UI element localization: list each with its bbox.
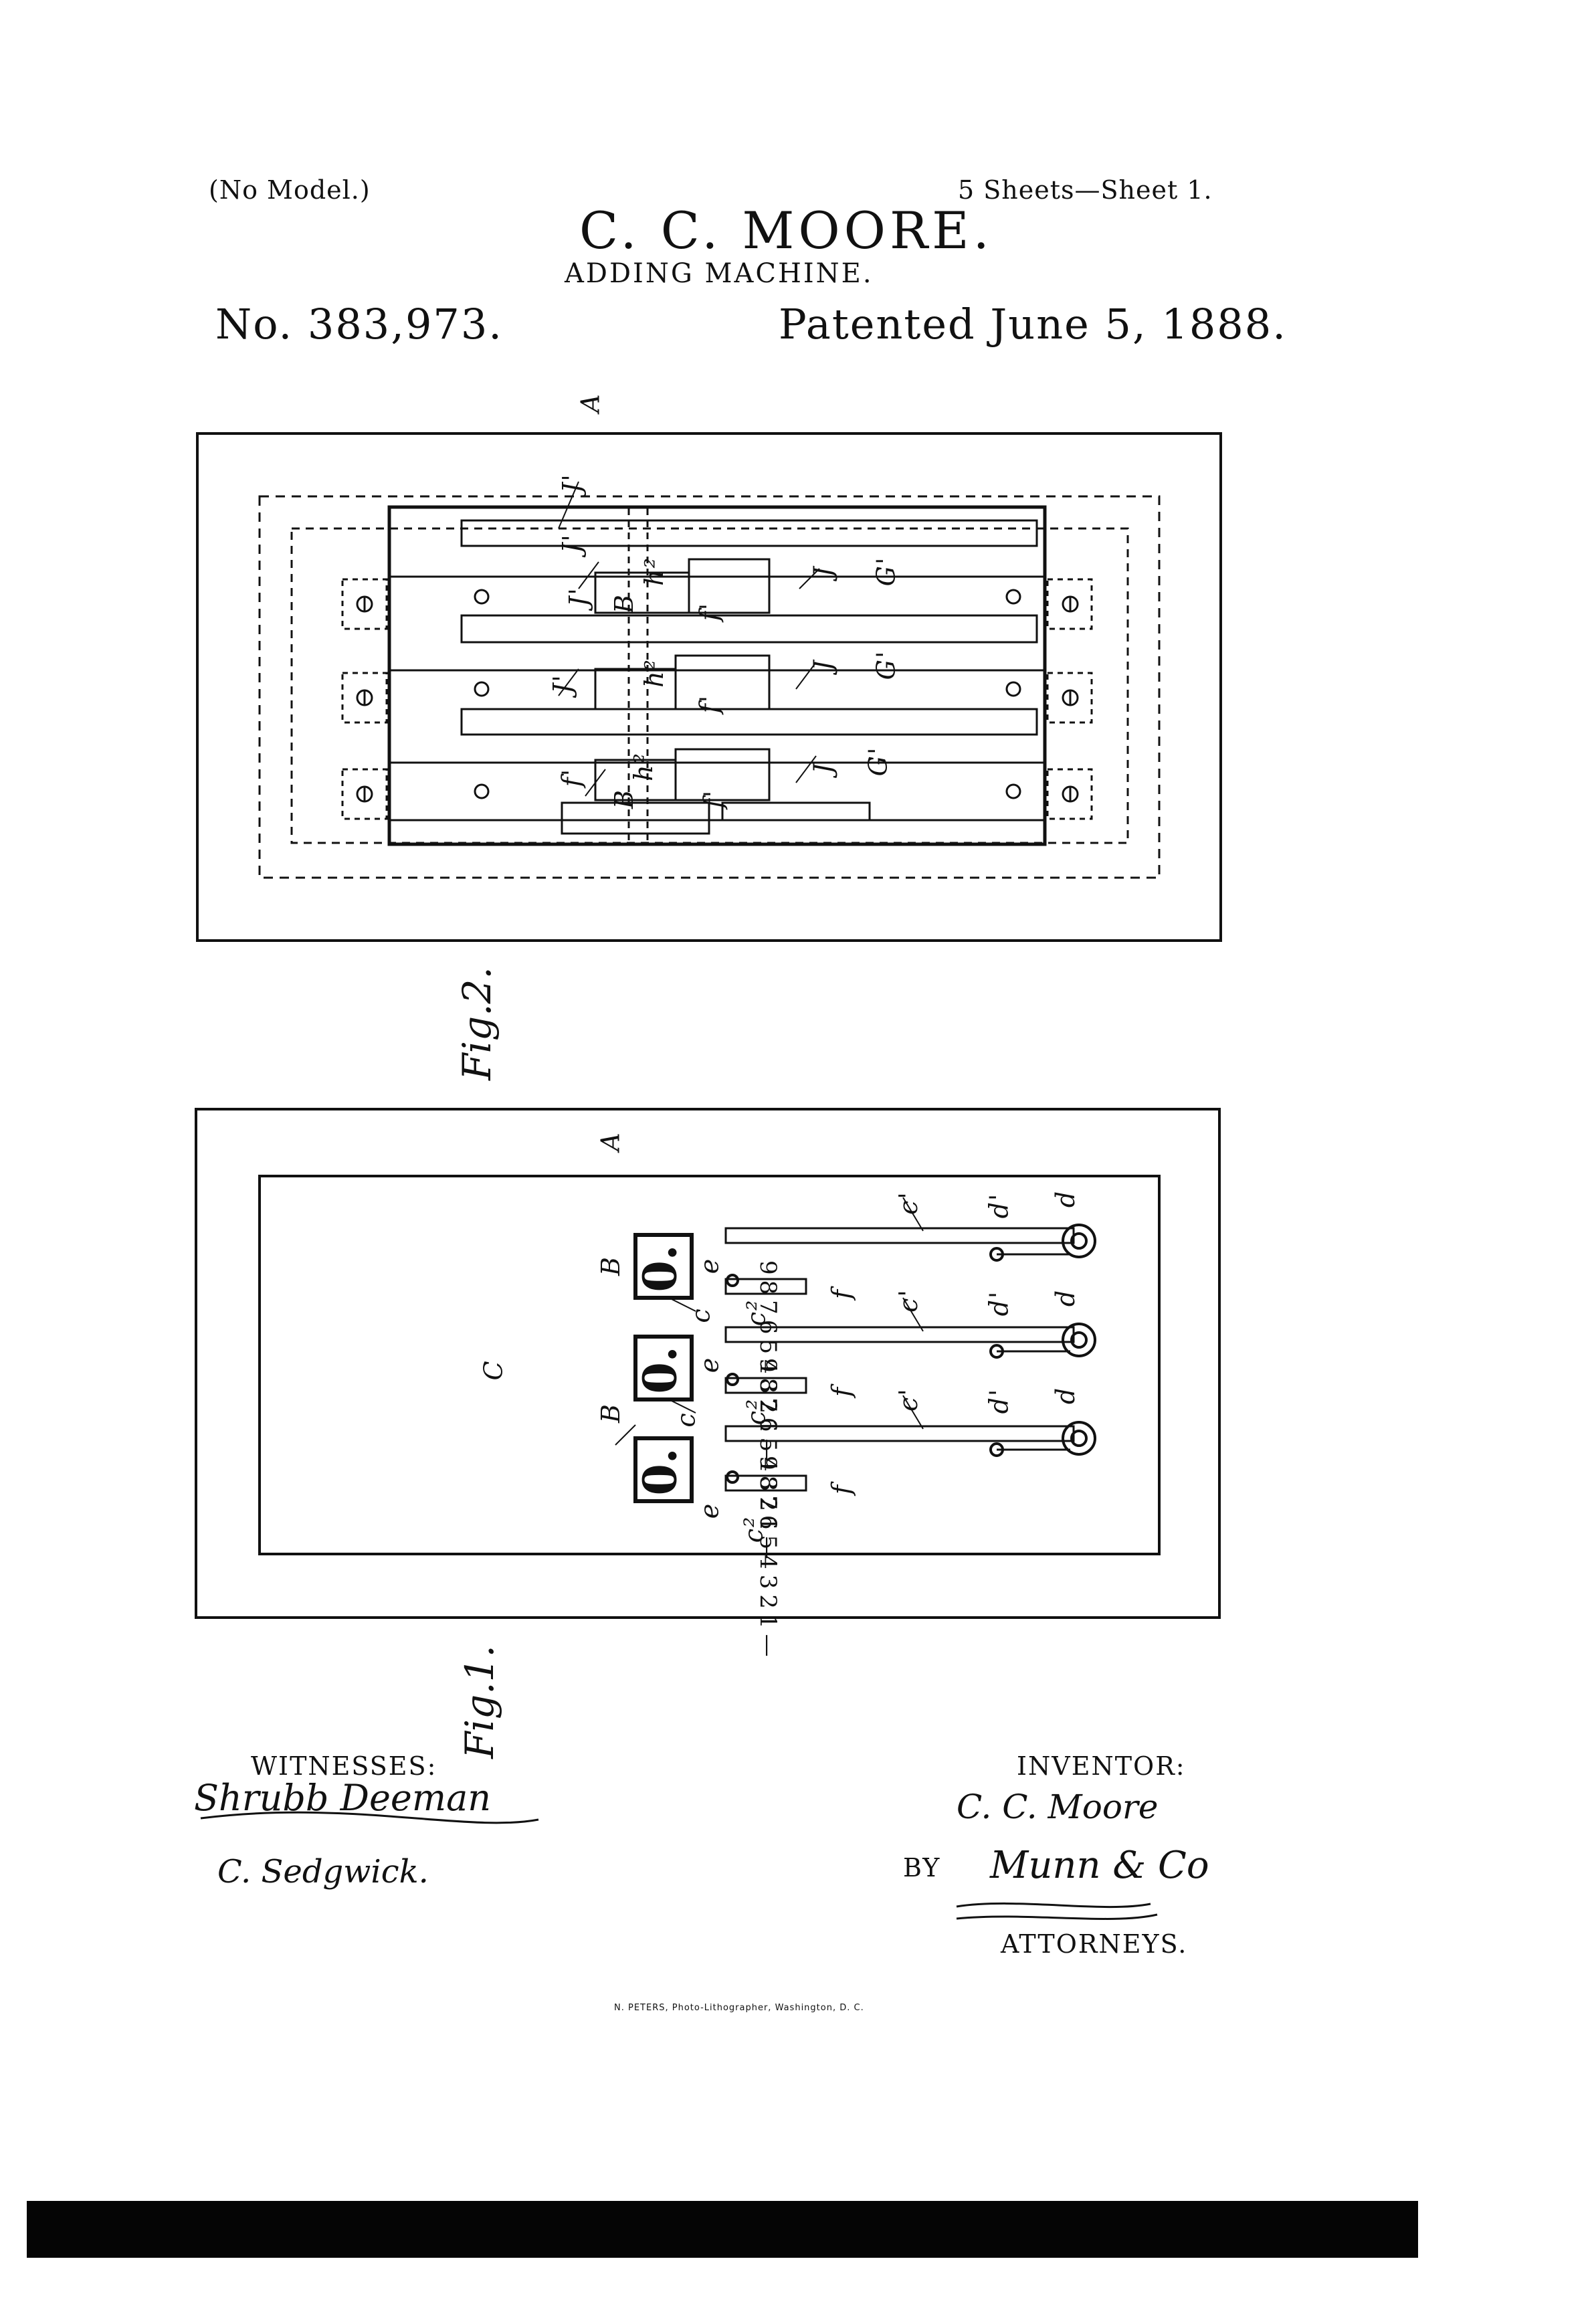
fig1-mark-ec: e [694,1502,724,1519]
fig1-mark-c1a: c' [893,1191,923,1215]
fig1-mark-cb: c [671,1412,701,1428]
inventor-signature: C. C. Moore [957,1787,1159,1826]
fig2-mark-j1b: J' [557,533,587,553]
fig1-mark-fc: f [827,1483,857,1495]
fig1-mark-fb: f [827,1385,857,1397]
attorney-signature: Munn & Co [990,1844,1209,1887]
digit-scale-3: 987654321— [755,1456,781,1662]
patent-number: No. 383,973. [215,300,503,349]
fig1-mark-d1a: d' [984,1192,1014,1219]
fig1-mark-c1b: c' [893,1288,923,1313]
fig2-mark-b-a: B [609,593,639,613]
fig1-mark-d1b: d' [984,1290,1014,1317]
fig1-label: Fig.1. [456,1645,502,1759]
fig2-mark-j1c: J' [563,587,593,607]
fig1-mark-b2: B [595,1403,625,1423]
fig2-mark-h-c: h² [628,752,658,781]
fig2-mark-h-b: h² [639,658,669,688]
fig1-mark-c-upper: C [478,1359,508,1381]
fig2-mark-g-a: G' [871,556,901,587]
fig2-drawing [196,432,1222,942]
attorneys-label: ATTORNEYS. [1001,1929,1188,1959]
fig1-mark-db: d [1051,1288,1081,1307]
fig2-mark-f-a: f' [694,601,724,621]
fig2-mark-h-a: h² [639,557,669,586]
fig2-mark-f-c: f' [698,789,728,809]
fig1-mark-c1c: c' [893,1387,923,1412]
dial-window-2-digit: 0. [633,1346,688,1394]
fig2-mark-b-b: B [609,789,639,809]
fig2-label: Fig.2. [454,967,500,1080]
fig1-mark-d1c: d' [984,1387,1014,1414]
witnesses-label: WITNESSES: [251,1751,437,1781]
fig1-mark-dc: d [1051,1386,1081,1405]
by-label: BY [903,1853,941,1882]
fig2-mark-f-d: f' [557,767,587,787]
fig1-mark-b1: B [595,1256,625,1276]
dial-window-1-digit: 0. [633,1244,688,1292]
fig2-mark-j-c: J [808,762,838,774]
patent-date: Patented June 5, 1888. [779,300,1287,349]
lithographer-credit: N. PETERS, Photo-Lithographer, Washingto… [614,2003,864,2013]
fig2-mark-g-c: G' [863,746,893,777]
fig2-mark-j1d: J' [547,674,577,694]
fig2-mark-j-b: J [808,659,838,671]
fig1-mark-ea: e [694,1257,724,1274]
fig2-mark-a: A [575,393,605,413]
witness-2-signature: C. Sedgwick. [217,1853,429,1891]
fig1-mark-c2c: c² [738,1515,769,1543]
scan-edge-bar [27,2201,1418,2258]
fig2-mark-j-a: J [808,565,838,577]
fig1-mark-ca: c [686,1307,716,1323]
inventor-label: INVENTOR: [1017,1751,1186,1781]
witness-1-signature: Shrubb Deeman [194,1777,492,1819]
signature-flourishes [200,1811,1158,1920]
fig1-mark-eb: e [694,1356,724,1373]
fig1-mark-a: A [595,1131,625,1151]
invention-title: ADDING MACHINE. [565,258,874,289]
no-model-note: (No Model.) [209,175,371,205]
inventor-name: C. C. MOORE. [579,201,993,260]
fig1-mark-da: d [1051,1189,1081,1208]
fig2-mark-g-b: G' [871,650,901,680]
fig1-mark-c2a: c² [741,1298,771,1327]
fig1-mark-c2b: c² [741,1397,771,1426]
fig1-mark-fa: f [827,1288,857,1300]
dial-window-3-digit: 0. [633,1448,688,1496]
fig2-mark-j1: J' [557,473,587,493]
fig1-drawing [195,1108,1221,1619]
sheet-number: 5 Sheets—Sheet 1. [958,175,1213,205]
fig2-mark-f-b: f' [694,694,724,714]
